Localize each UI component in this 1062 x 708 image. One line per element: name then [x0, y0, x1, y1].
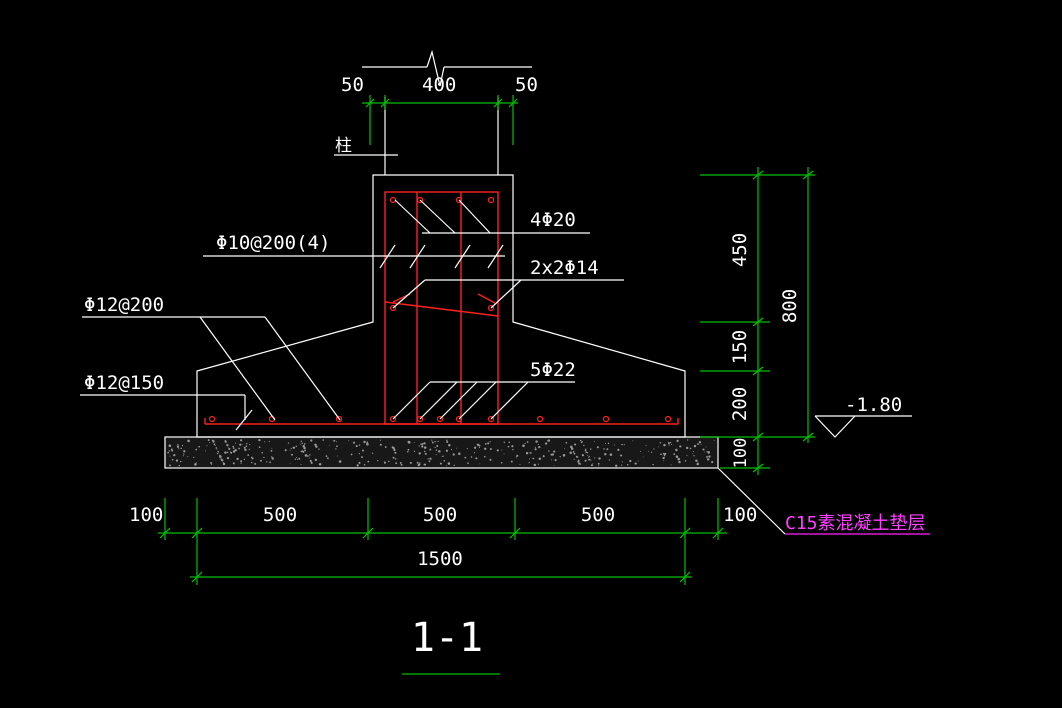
width-dim-seg1: 500 [263, 504, 297, 526]
cushion-callout-leader [717, 467, 930, 535]
label-bottom-long: Φ12@200 [84, 294, 164, 316]
height-dimensions [700, 167, 815, 475]
height-dim-bottom: 200 [729, 387, 751, 421]
leader-lines [80, 199, 624, 431]
label-side-bars: 2x2Φ14 [530, 257, 599, 279]
column-dim-right: 50 [515, 74, 538, 96]
column-dim-middle: 400 [422, 74, 456, 96]
width-dim-seg3: 500 [581, 504, 615, 526]
height-dim-top: 450 [729, 233, 751, 267]
cushion-layer [164, 436, 719, 469]
elevation-marker [814, 415, 912, 438]
width-dim-edge-right: 100 [723, 504, 757, 526]
column-top-dimension [362, 49, 532, 145]
elevation-value: -1.80 [845, 394, 902, 416]
section-title: 1-1 [411, 615, 483, 661]
label-bottom-cross: Φ12@150 [84, 372, 164, 394]
height-dim-cushion: 100 [731, 438, 751, 469]
label-column-main-bars: 4Φ20 [530, 209, 576, 231]
width-dim-edge-left: 100 [129, 504, 163, 526]
width-dim-total: 1500 [417, 548, 463, 570]
column-dim-left: 50 [341, 74, 364, 96]
label-dowels: 5Φ22 [530, 359, 576, 381]
width-dimensions [158, 498, 727, 585]
cushion-callout-label: C15素混凝土垫层 [785, 513, 926, 534]
column-label: 柱 [335, 136, 352, 156]
rebar-cage [204, 191, 679, 425]
height-dim-total: 800 [779, 289, 801, 323]
label-stirrup: Φ10@200(4) [216, 232, 330, 254]
footing-outline [196, 97, 686, 438]
width-dim-seg2: 500 [423, 504, 457, 526]
height-dim-middle: 150 [729, 330, 751, 364]
